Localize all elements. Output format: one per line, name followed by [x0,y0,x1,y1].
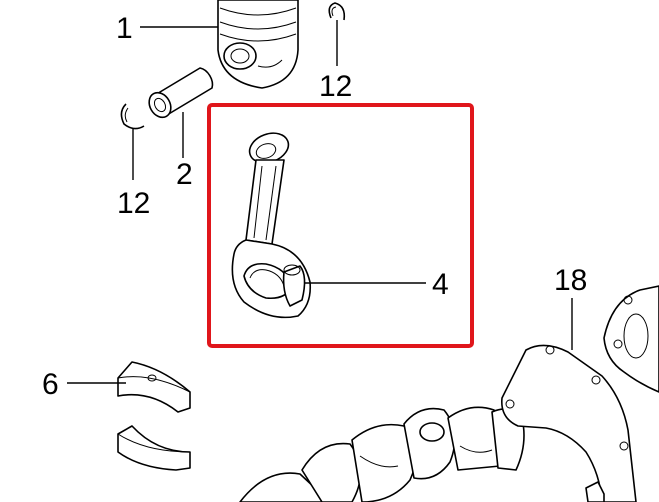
callout-snap-ring-left: 12 [117,187,150,220]
piston[interactable] [217,0,299,89]
callout-piston: 1 [116,12,133,45]
callout-piston-pin: 2 [176,158,193,191]
callout-bearing-shells: 6 [42,368,59,401]
callout-snap-ring-right: 12 [319,70,352,103]
callout-connecting-rod: 4 [432,268,449,301]
bearing-shell-lower[interactable] [117,425,191,471]
highlight-box [207,103,474,348]
snap-ring-right[interactable] [328,2,346,21]
rear-seal-housing[interactable] [501,285,659,502]
piston-pin[interactable] [145,67,214,121]
snap-ring-left[interactable] [120,103,145,130]
crankshaft[interactable] [239,406,525,502]
callout-rear-seal-housing: 18 [554,264,587,297]
connecting-rod[interactable] [231,128,312,319]
bearing-shell-upper[interactable] [117,361,191,413]
